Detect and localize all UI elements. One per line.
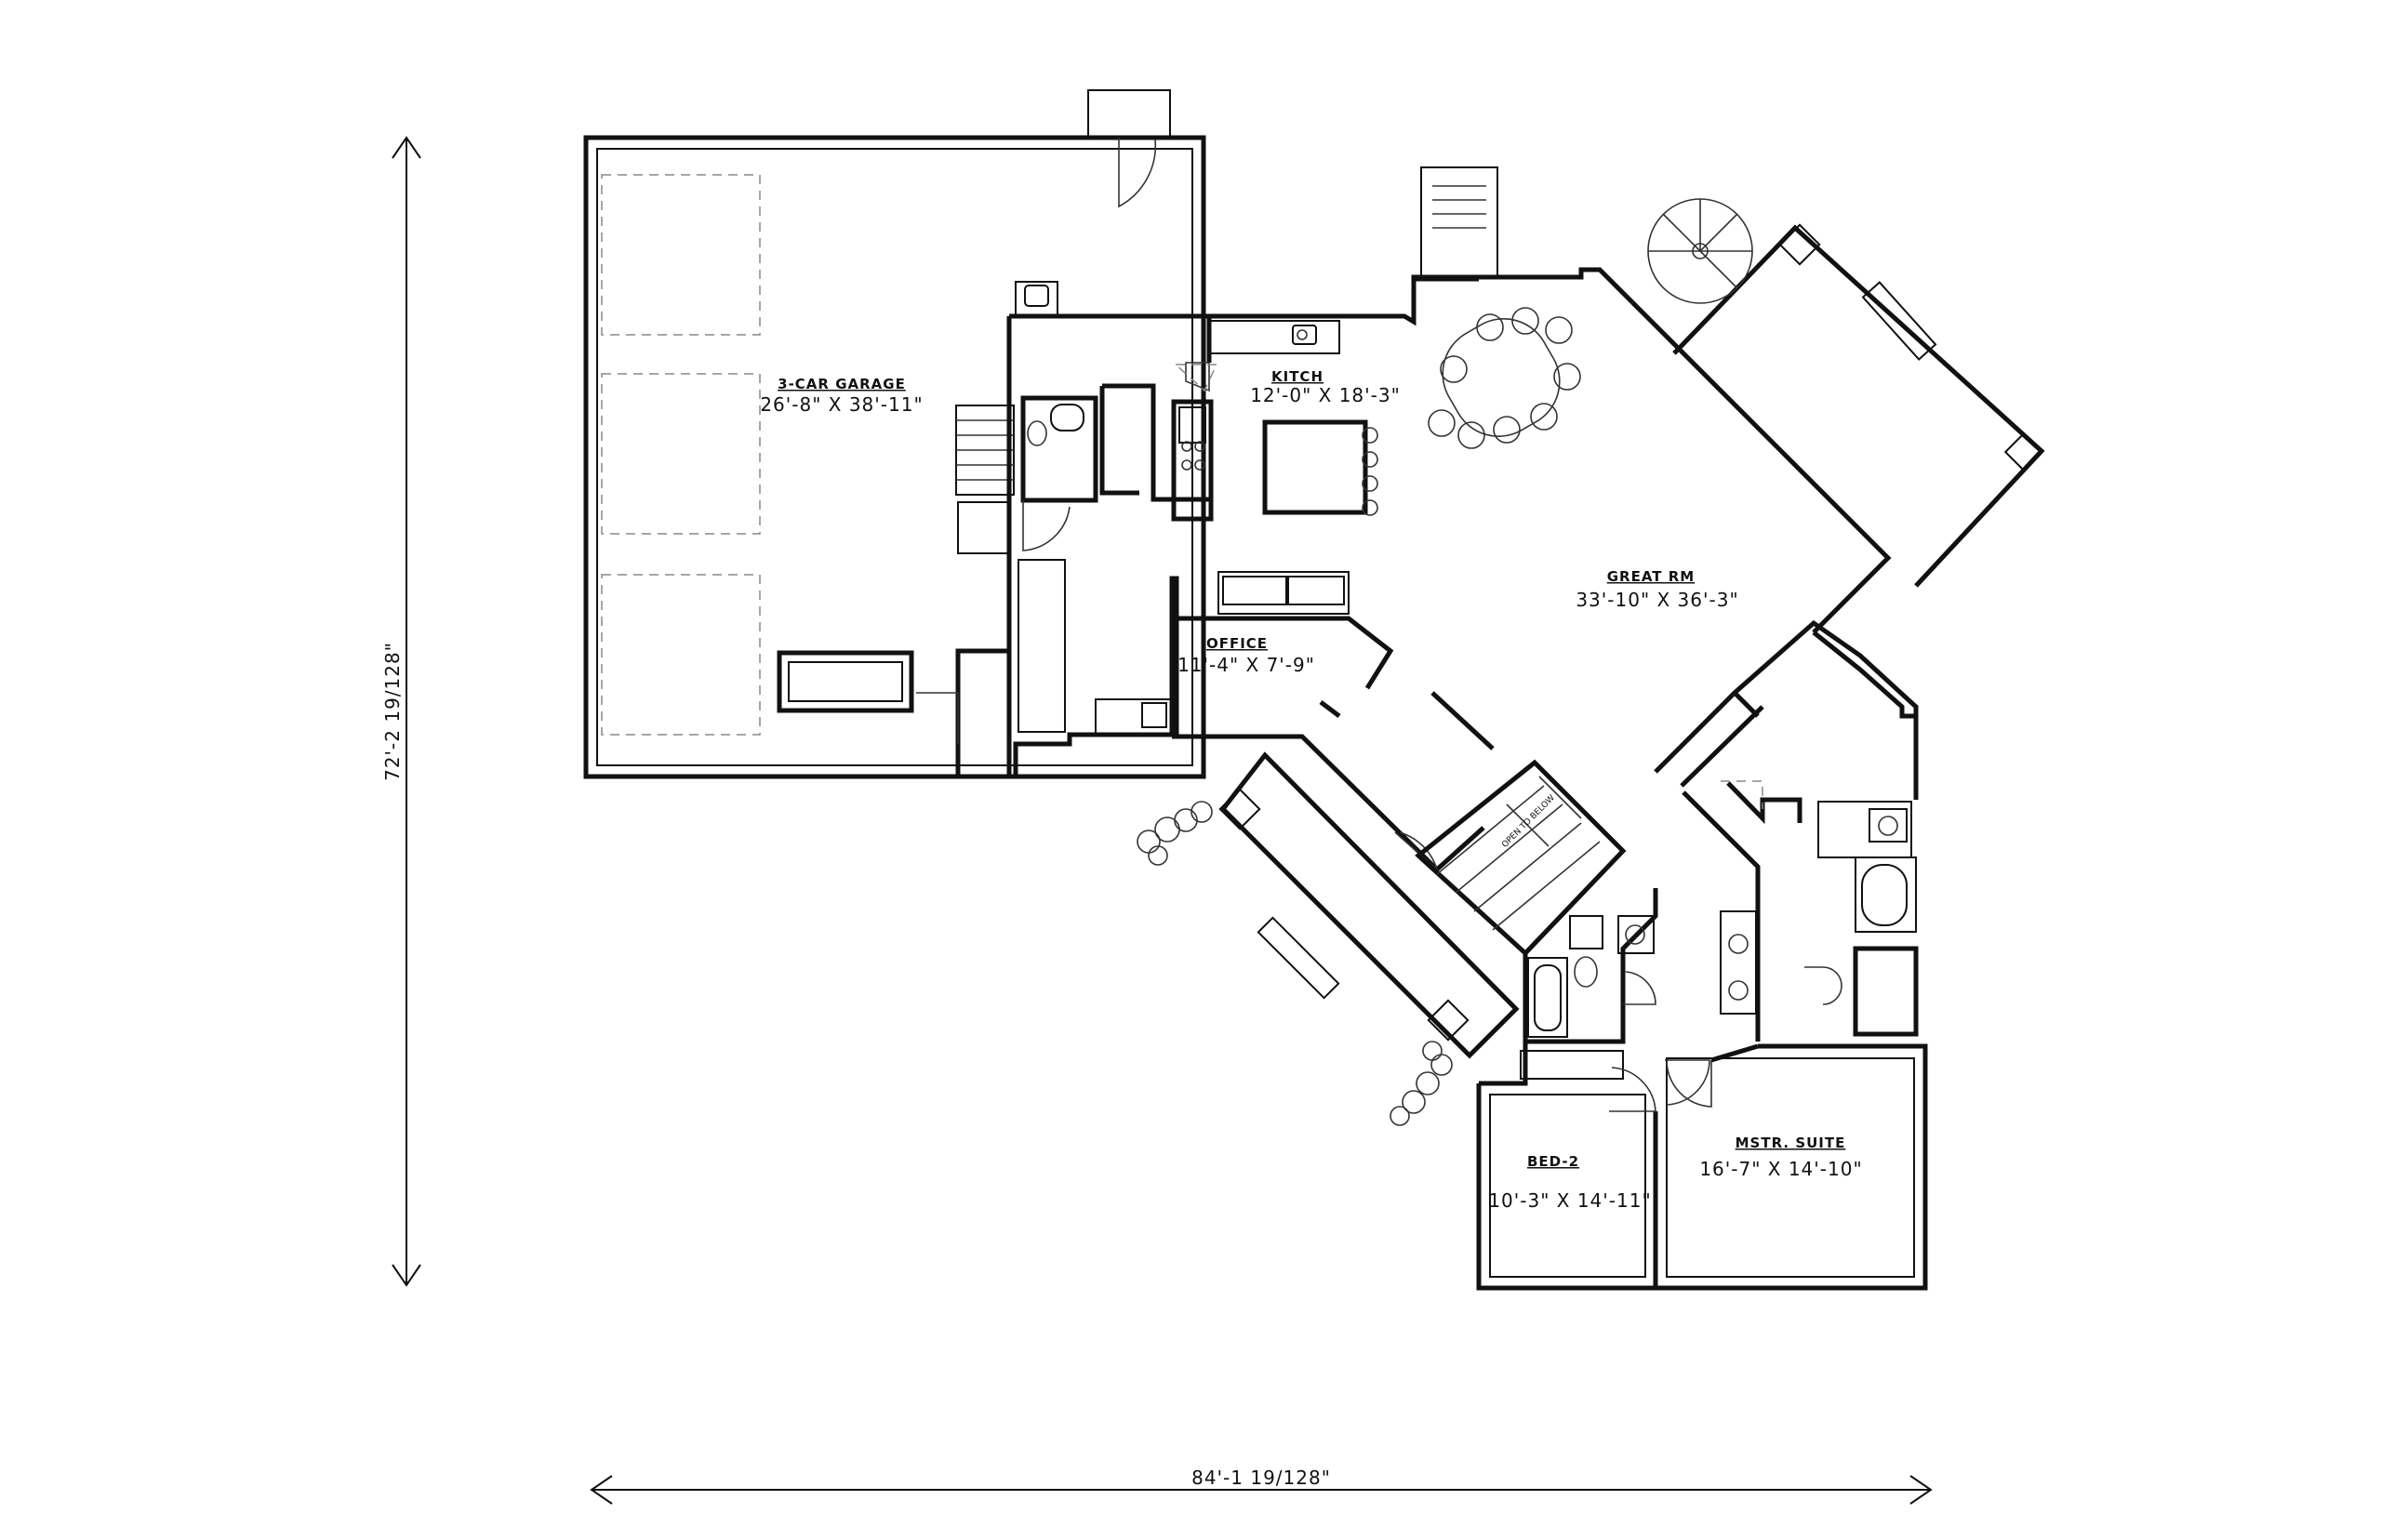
office-room-dims: 11'-4" X 7'-9" — [1177, 654, 1315, 676]
bed2-room-dims: 10'-3" X 14'-11" — [1488, 1189, 1651, 1212]
garage-room-dims: 26'-8" X 38'-11" — [760, 393, 923, 416]
mudroom-laundry — [1006, 281, 1212, 779]
front-porch — [1137, 734, 1520, 1126]
screen-porch — [1647, 198, 2045, 588]
bed2-room-name: BED-2 — [1527, 1153, 1579, 1170]
garage-room-name: 3-CAR GARAGE — [778, 376, 906, 392]
great-room — [1411, 166, 1892, 750]
garage — [583, 89, 1206, 779]
kitchen — [1099, 276, 1479, 522]
kitchen-room-name: KITCH — [1271, 368, 1324, 385]
great-room-dims: 33'-10" X 36'-3" — [1576, 589, 1738, 611]
kitchen-room-dims: 12'-0" X 18'-3" — [1250, 384, 1401, 406]
master-bath — [1654, 619, 1919, 1042]
master-suite — [1656, 1043, 1928, 1291]
overall-height-label: 72'-2 19/128" — [381, 642, 404, 781]
bedroom-2 — [1476, 1039, 1658, 1291]
office — [1174, 571, 1394, 735]
great-room-name: GREAT RM — [1607, 568, 1695, 585]
master-room-name: MSTR. SUITE — [1736, 1135, 1846, 1151]
office-room-name: OFFICE — [1206, 635, 1268, 652]
master-room-dims: 16'-7" X 14'-10" — [1699, 1158, 1862, 1180]
vertical-dimension-line — [392, 136, 421, 1287]
overall-width-label: 84'-1 19/128" — [1191, 1467, 1331, 1489]
hall-bath — [1523, 888, 1658, 1044]
horizontal-dimension-line — [590, 1475, 1933, 1505]
main-stair — [1415, 759, 1627, 957]
stair-note: OPEN TO BELOW — [1500, 793, 1557, 850]
